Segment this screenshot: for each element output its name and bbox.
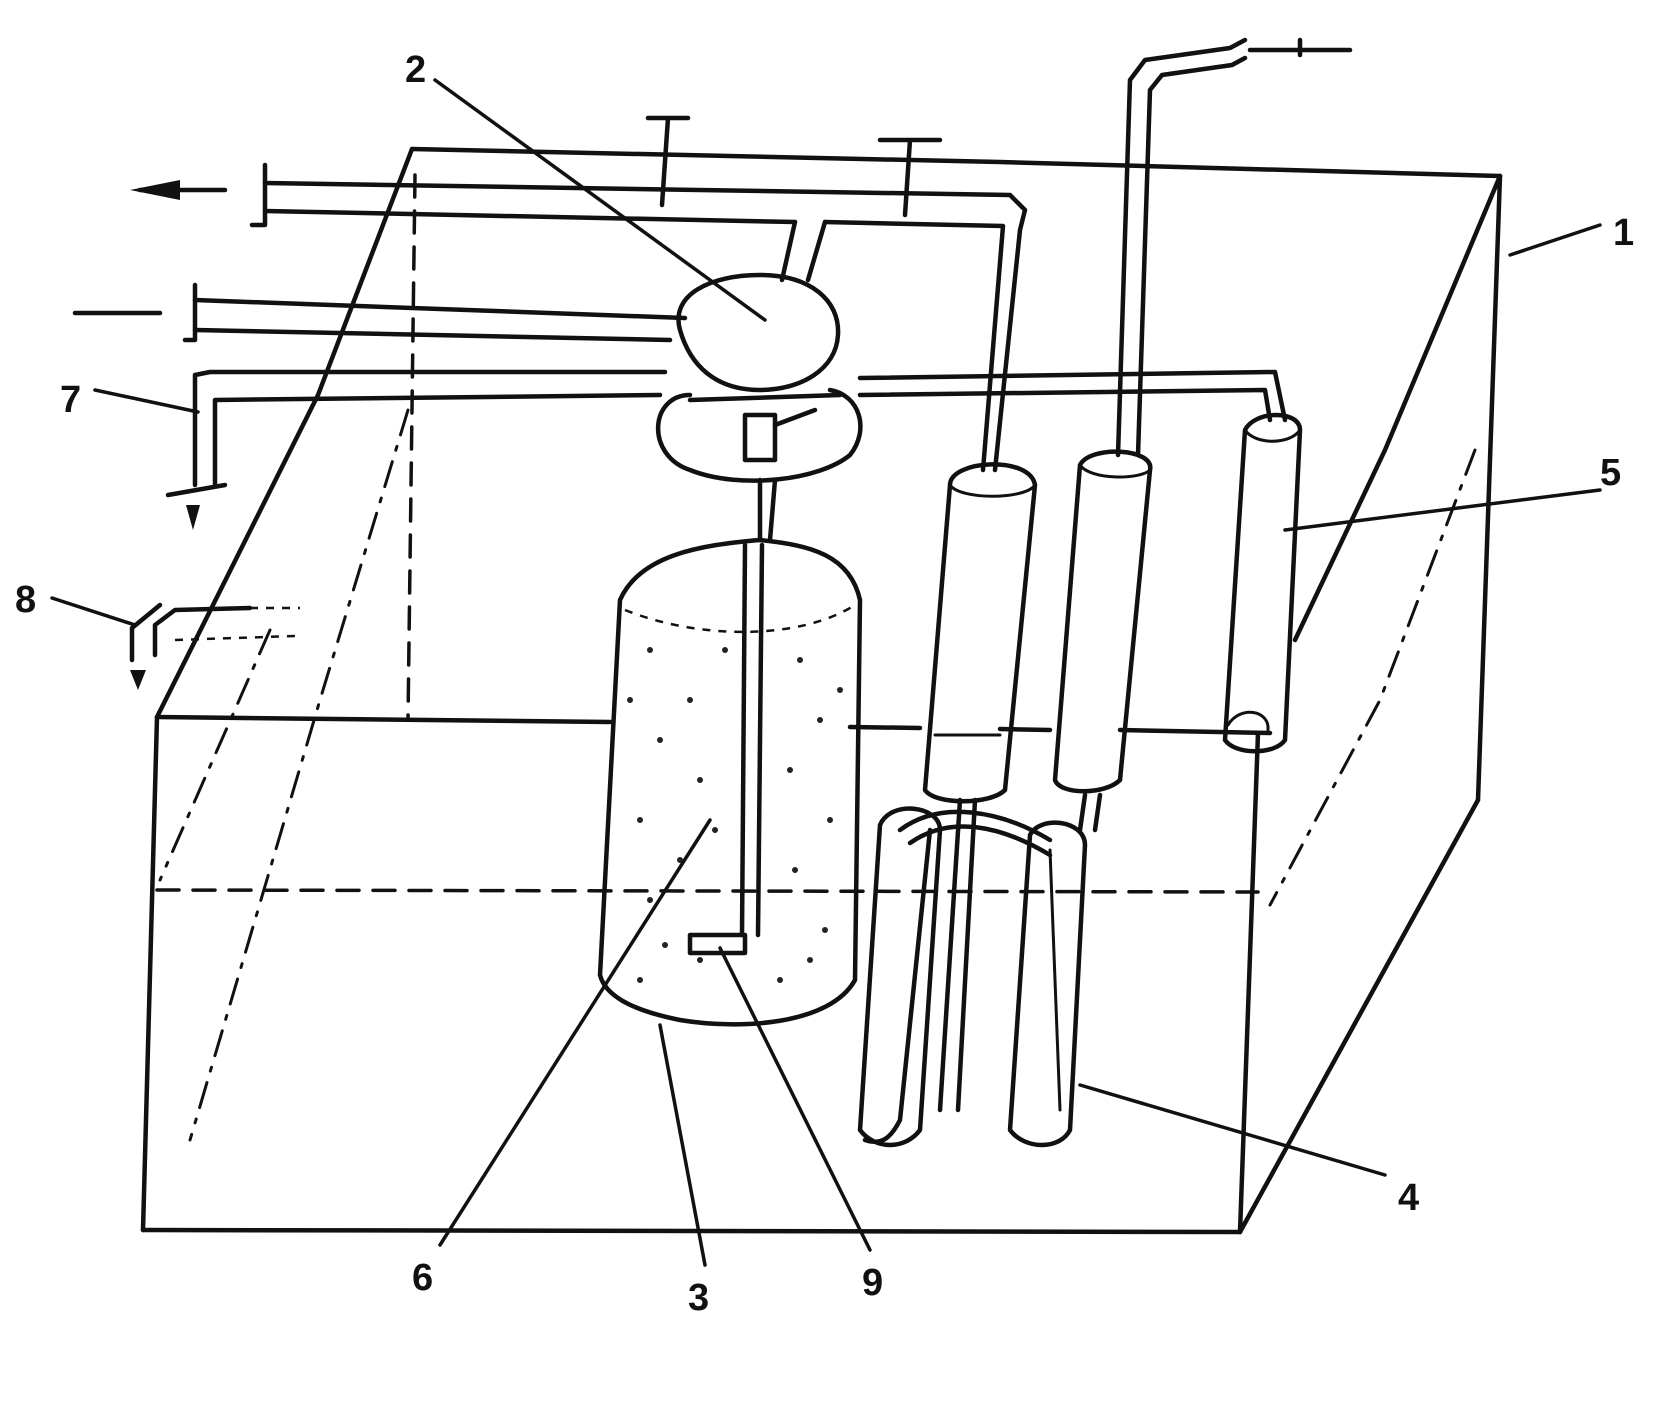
label-6: 6 — [412, 1257, 433, 1299]
label-7: 7 — [60, 379, 81, 421]
leader-lines — [50, 78, 1602, 1267]
label-3: 3 — [688, 1277, 709, 1319]
tank — [140, 146, 1503, 1235]
filter-column — [597, 537, 863, 1027]
label-8: 8 — [15, 579, 36, 621]
inlet-outlet-pipes — [72, 37, 1353, 690]
label-2: 2 — [405, 49, 426, 91]
part-labels: 1 2 3 4 5 6 7 8 9 — [15, 49, 1634, 1319]
label-1: 1 — [1613, 212, 1634, 254]
pump — [655, 272, 863, 543]
filter-media-dots — [627, 647, 843, 983]
label-5: 5 — [1600, 452, 1621, 494]
label-4: 4 — [1398, 1177, 1419, 1219]
tubes-assembly — [857, 449, 1153, 1148]
label-9: 9 — [862, 1262, 883, 1304]
indicator-tube — [1222, 412, 1303, 754]
